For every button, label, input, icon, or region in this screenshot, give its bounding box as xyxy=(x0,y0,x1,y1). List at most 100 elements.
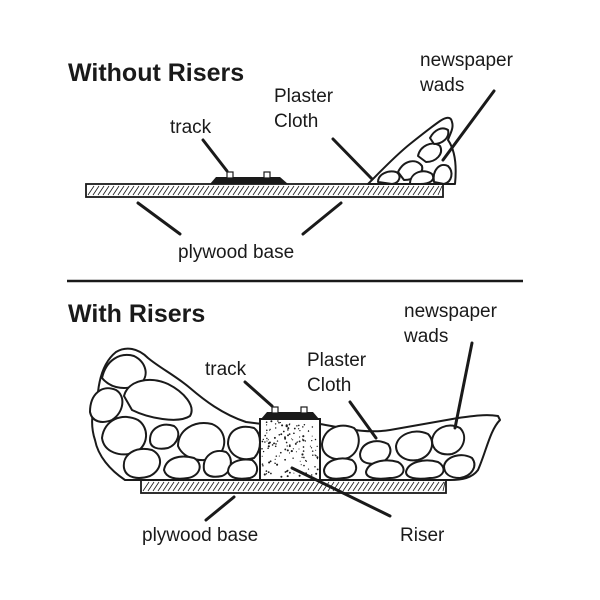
hatch-line xyxy=(437,185,443,196)
hatch-line xyxy=(397,185,405,196)
riser-speck xyxy=(261,440,264,443)
hatch-line xyxy=(372,481,380,492)
hatch-line xyxy=(417,185,425,196)
riser-speck xyxy=(280,475,283,478)
hatch-line xyxy=(212,481,220,492)
hatch-line xyxy=(282,185,290,196)
label-plaster-line1-top: Plaster xyxy=(274,86,334,107)
hatch-line xyxy=(432,481,440,492)
track-body-bottom xyxy=(261,412,319,419)
hatch-line xyxy=(167,481,175,492)
riser-speck xyxy=(270,420,273,423)
hatch-line xyxy=(97,185,105,196)
hatch-line xyxy=(407,185,415,196)
hatch-line xyxy=(222,185,230,196)
hatch-line xyxy=(202,185,210,196)
newspaper-wads-top xyxy=(367,116,457,185)
rock-left-9 xyxy=(202,450,232,478)
wad-top-1 xyxy=(377,170,401,185)
hatch-line xyxy=(147,185,155,196)
riser-speck xyxy=(315,472,318,475)
riser-speck xyxy=(292,457,294,459)
hatch-line xyxy=(302,481,310,492)
rock-right-5 xyxy=(395,430,434,462)
riser-speck xyxy=(311,435,313,437)
hatch-line xyxy=(247,185,255,196)
hatch-line xyxy=(317,185,325,196)
riser-speck xyxy=(262,438,265,441)
riser-speck xyxy=(266,432,268,434)
riser-speck xyxy=(274,458,276,460)
riser-speck xyxy=(261,455,263,457)
track-body-top xyxy=(210,177,288,184)
hatch-line xyxy=(327,185,335,196)
riser-speck xyxy=(284,448,287,451)
riser-speck xyxy=(267,447,269,449)
rock-left-10 xyxy=(227,425,261,461)
hatch-line xyxy=(237,185,245,196)
hatch-line xyxy=(207,481,215,492)
rock-left-8 xyxy=(163,455,201,480)
leader-newspaper-bottom xyxy=(453,341,474,430)
hatch-line xyxy=(252,185,260,196)
rock-right-4 xyxy=(365,459,405,480)
hatch-line xyxy=(377,481,385,492)
riser-speck xyxy=(298,424,300,427)
panel-without-risers: Without Risers track Plaster Cloth xyxy=(68,50,514,263)
hatch-line xyxy=(412,481,420,492)
riser-speck xyxy=(293,472,295,474)
hatch-line xyxy=(422,185,430,196)
hatch-line xyxy=(162,185,170,196)
hatch-line xyxy=(252,481,260,492)
riser-speck xyxy=(316,445,318,448)
hatch-line xyxy=(152,185,160,196)
hatch-line xyxy=(382,185,390,196)
hatch-line xyxy=(192,185,200,196)
riser-speck xyxy=(285,441,288,444)
riser-speck xyxy=(302,426,304,428)
riser-outline xyxy=(259,418,321,481)
hatch-line xyxy=(347,185,355,196)
hatch-line xyxy=(187,481,195,492)
riser-speck xyxy=(288,452,291,454)
riser-speck xyxy=(261,463,264,465)
rock-right-2 xyxy=(323,457,358,480)
riser-speck xyxy=(265,421,268,424)
rock-mound-right xyxy=(319,414,501,481)
hatch-line xyxy=(267,185,275,196)
heading-with-risers: With Risers xyxy=(68,300,205,328)
riser-speck xyxy=(265,473,268,475)
hatch-line xyxy=(187,185,195,196)
hatch-line xyxy=(357,481,365,492)
hatch-line xyxy=(307,481,315,492)
rock-right-8 xyxy=(443,454,476,479)
riser-speck xyxy=(262,450,265,453)
hatch-line xyxy=(182,185,190,196)
riser-speck xyxy=(310,447,313,449)
hatch-line xyxy=(352,481,360,492)
hatch-line xyxy=(367,481,375,492)
hatch-line xyxy=(142,481,150,492)
hatch-line xyxy=(392,185,400,196)
riser-speck xyxy=(286,475,289,478)
leader-plaster-bottom xyxy=(348,400,378,440)
hatch-line xyxy=(237,481,245,492)
riser-speck xyxy=(284,436,286,439)
riser-speck xyxy=(288,445,291,448)
hatch-line xyxy=(117,185,125,196)
hatch-line xyxy=(387,185,395,196)
riser-speck xyxy=(267,439,269,441)
rock-left-2 xyxy=(89,387,124,423)
track-spike-left-bottom xyxy=(271,406,279,414)
riser-speck xyxy=(265,424,268,426)
label-newspaper-line1-top: newspaper xyxy=(420,50,514,71)
hatch-line xyxy=(437,481,445,492)
riser-speck xyxy=(314,438,317,441)
riser-speck xyxy=(303,456,305,459)
hatch-line xyxy=(382,481,390,492)
riser-speck xyxy=(278,455,280,457)
hatch-line xyxy=(292,185,300,196)
hatch-line xyxy=(262,481,270,492)
hatch-line xyxy=(397,481,405,492)
riser-speck xyxy=(268,461,271,464)
